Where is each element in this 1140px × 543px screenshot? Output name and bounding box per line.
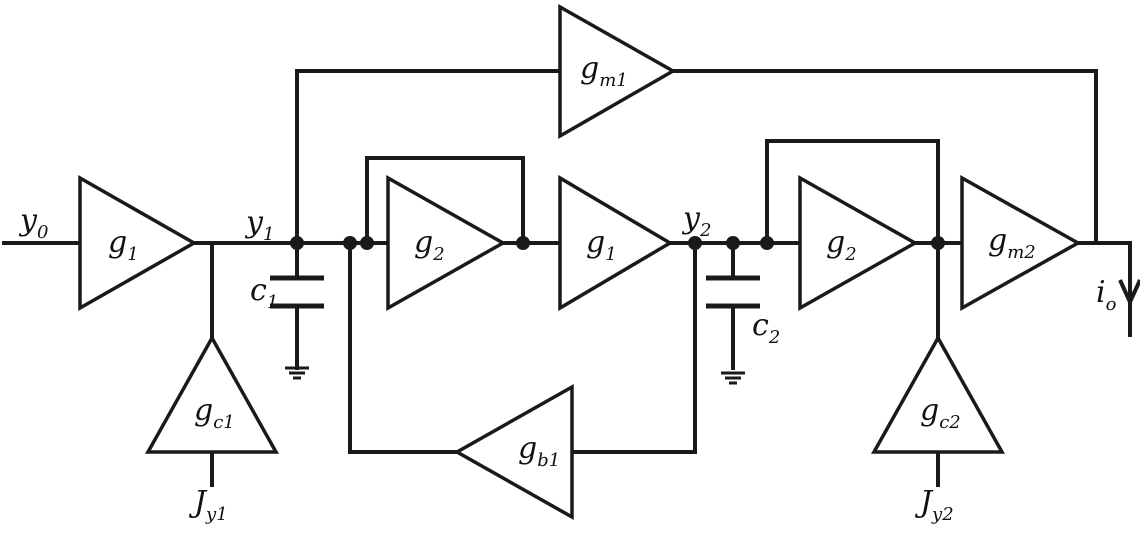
- label-y0: y0: [18, 203, 48, 243]
- junction-dot: [688, 236, 702, 250]
- label-io: io: [1096, 275, 1117, 315]
- amplifier-g2-second: [798, 175, 919, 311]
- wire-gm1-out: [671, 69, 1098, 245]
- output-arrow-icon: [1118, 279, 1140, 307]
- wire-gb1-out: [348, 241, 459, 454]
- label-c2: c2: [752, 308, 780, 348]
- label-gm1: gm1: [580, 51, 628, 91]
- junction-dot: [290, 236, 304, 250]
- wire-g2a-loop: [365, 156, 525, 245]
- amplifier-gb1: [453, 384, 574, 520]
- capacitor-c2: [706, 275, 760, 309]
- label-gm2: gm2: [988, 223, 1036, 263]
- amplifier-g2-first: [386, 175, 507, 311]
- label-g1-middle: g1: [586, 225, 617, 265]
- label-jy2: Jy2: [914, 485, 954, 525]
- label-g2-second: g2: [826, 225, 857, 265]
- label-gc2: gc2: [920, 393, 961, 433]
- label-g1-input: g1: [108, 225, 139, 265]
- label-c1: c1: [250, 273, 278, 313]
- amplifier-gc2: [871, 334, 1005, 454]
- label-gb1: gb1: [518, 431, 560, 471]
- junction-dot: [516, 236, 530, 250]
- junction-dot: [360, 236, 374, 250]
- label-jy1: Jy1: [188, 485, 228, 525]
- amplifier-gc1: [145, 334, 279, 454]
- junction-dot: [760, 236, 774, 250]
- ground-icon: [721, 371, 745, 385]
- label-y1: y1: [244, 205, 274, 245]
- capacitor-c1: [270, 275, 324, 309]
- amplifier-gm1: [558, 3, 677, 140]
- label-y2: y2: [681, 201, 711, 241]
- wire-gb1-in: [570, 241, 697, 454]
- amplifier-gm2: [960, 175, 1082, 311]
- junction-dot: [726, 236, 740, 250]
- label-gc1: gc1: [194, 393, 235, 433]
- wire-g2b-loop: [765, 139, 940, 245]
- junctions: [290, 236, 945, 250]
- amplifier-g1-input: [78, 174, 198, 312]
- ground-icon: [285, 366, 309, 380]
- junction-dot: [931, 236, 945, 250]
- wire-gm1-in: [295, 69, 562, 245]
- amplifier-g1-middle: [558, 174, 674, 312]
- label-g2-first: g2: [414, 225, 445, 265]
- junction-dot: [343, 236, 357, 250]
